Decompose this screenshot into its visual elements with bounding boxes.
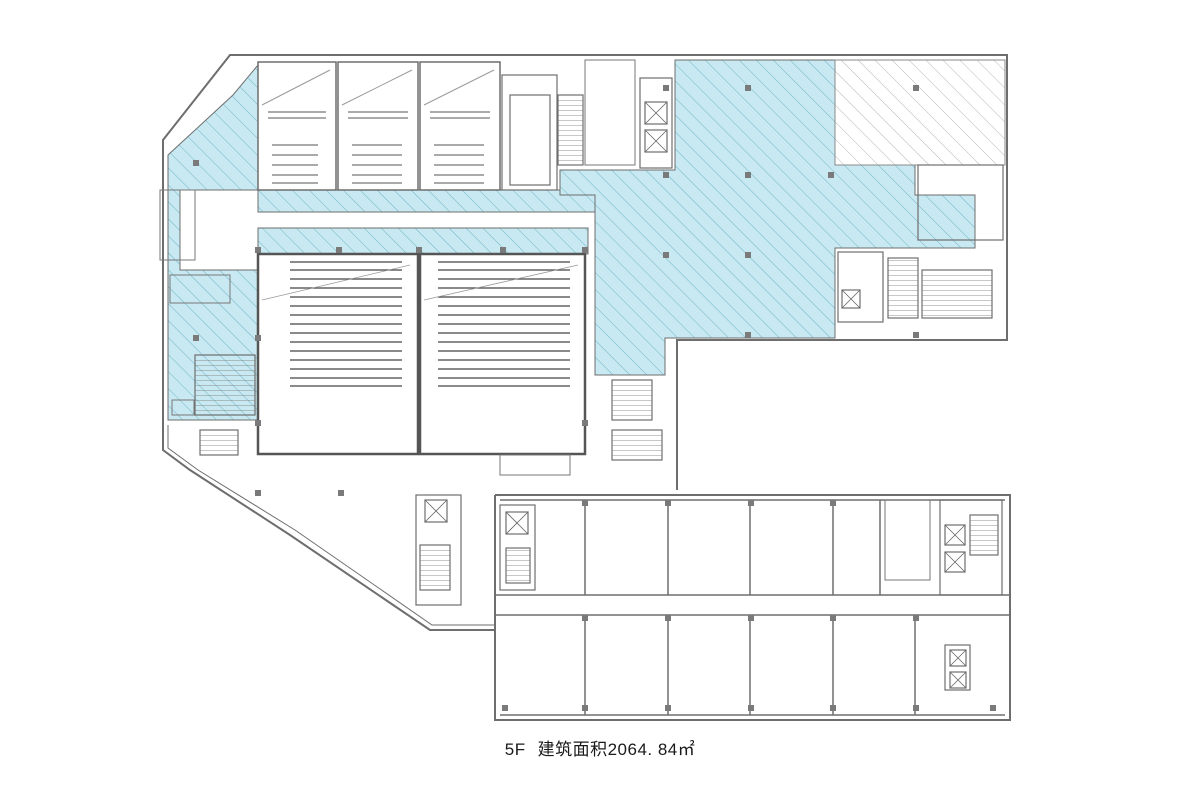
- area-label: 建筑面积2064. 84㎡: [537, 740, 696, 759]
- hatched-zone-corridor: [257, 189, 599, 213]
- auditorium-walls: [256, 252, 587, 456]
- office-wing-south: [495, 499, 1010, 716]
- hatched-zone-corridor-2: [257, 227, 589, 255]
- lecture-room-row-north: [257, 61, 501, 191]
- plan-caption: 5F 建筑面积2064. 84㎡: [0, 735, 1200, 760]
- structural-columns: [193, 85, 996, 711]
- toilet-rooms: [159, 59, 931, 581]
- elevator-crosses: [424, 101, 967, 689]
- lecture-room-seating-north: [261, 69, 495, 184]
- building-outline: [162, 54, 1011, 721]
- highlighted-area: [167, 59, 976, 421]
- auditorium-seating: [261, 261, 579, 387]
- hatched-zone-grey: [834, 59, 1006, 166]
- floor-label: 5F: [504, 740, 526, 759]
